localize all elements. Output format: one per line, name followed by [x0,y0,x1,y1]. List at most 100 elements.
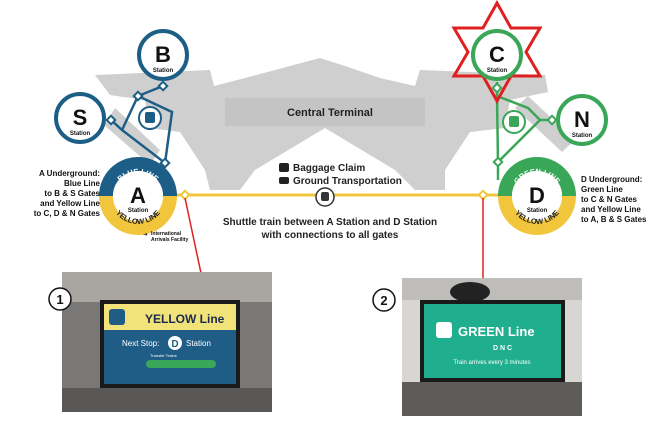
diamond-n [546,114,558,126]
station-a-inner [113,171,163,221]
photo1-station-letter: D [171,339,178,350]
blue-link-b [137,84,164,98]
a-underground-l1: A Underground: [39,169,100,178]
photo2-number-circle [372,288,396,312]
intl-arrivals-l2: Arrivals Facility [151,237,188,243]
station-n-circle [556,94,608,146]
photo1-station-badge [168,336,182,350]
photo1-green-strip [146,360,216,368]
central-terminal-label: Central Terminal [287,107,373,119]
yellow-diamonds [179,189,489,201]
shuttle-line1: Shuttle train between A Station and D St… [223,217,437,228]
photo2-badges: D N C [493,345,512,352]
diamond-b2 [132,90,144,102]
terminal-building [95,58,548,190]
station-b-circle [137,29,189,81]
shuttle-line2: with connections to all gates [261,230,399,241]
d-underground-l1: D Underground: [581,175,642,184]
station-c: C Station [451,0,543,105]
photo1-train-icon [109,309,125,325]
photo1-ceiling [62,272,272,302]
station-n-letter: N [574,107,590,132]
intl-arrivals-l1: International [151,231,182,237]
station-a-ring-blue [99,157,177,197]
photo1-next-stop: Next Stop: [122,339,159,348]
station-d-inner [512,171,562,221]
photo2-ceiling [402,278,582,300]
photo2-floor [402,382,582,416]
green-diamonds [491,82,558,168]
train-icon-left-body [145,112,155,123]
d-underground-l2: Green Line [581,185,623,194]
photo2-line-name: GREEN Line [458,324,535,339]
d-underground-l5: to A, B & S Gates [581,215,647,224]
station-d-ring-green [498,157,576,197]
photo1-station-word: Station [186,339,211,348]
station-c-letter: C [489,42,505,67]
a-underground-l4: and Yellow Line [40,199,100,208]
central-block [225,98,425,126]
d-underground-l4: and Yellow Line [581,205,641,214]
baggage-icon [279,163,289,172]
station-a: BLUE LINE YELLOW LINE A Station [99,157,177,235]
station-d-label: Station [527,208,548,214]
train-icon-right-body [509,116,519,127]
station-s-letter: S [73,105,88,130]
photo-1: YELLOW Line Next Stop: D Station Transfe… [62,272,272,412]
diamond-yellow-left [179,189,191,201]
baggage-claim-label: Baggage Claim [293,163,365,174]
intl-arrivals: ➜ International Arrivals Facility [143,231,188,243]
station-b-label: Station [153,68,174,74]
station-n: N Station [556,94,608,146]
highlight-star [451,0,543,105]
diamond-a [159,157,171,169]
intl-arrivals-arrow: ➜ [143,232,148,238]
station-c-circle [471,29,523,81]
photo2-number: 2 [380,293,387,308]
station-b: B Station [137,29,189,81]
d-underground-l3: to C & N Gates [581,195,638,204]
diamond-d [492,156,504,168]
station-n-label: Station [572,133,593,139]
photo2-train-icon [436,322,452,338]
diamond-s [105,114,117,126]
a-underground-l3: to B & S Gates [44,189,100,198]
station-s: S Station [54,92,106,144]
station-a-label: Station [128,208,149,214]
d-underground-text: D Underground: Green Line to C & N Gates… [581,175,647,224]
photo1-screen-header [104,304,236,330]
photo-2: GREEN Line D N C Train arrives every 3 m… [402,278,582,416]
photo1-small-text: Transfer Trains [150,353,177,358]
ground-transport-label: Ground Transportation [293,176,402,187]
station-s-circle [54,92,106,144]
diamond-c [491,82,503,94]
station-d-letter: D [529,183,545,208]
shuttle-train-icon-body [321,192,329,201]
photo1-floor [62,388,272,412]
services-block: Baggage Claim Ground Transportation [279,163,402,187]
photo2-arrival: Train arrives every 3 minutes [453,360,530,366]
station-b-letter: B [155,42,171,67]
diamond-yellow-right [477,189,489,201]
station-a-letter: A [130,183,146,208]
car-icon [279,177,289,184]
photo1-number-circle [48,287,72,311]
station-c-label: Station [487,68,508,74]
station-s-label: Station [70,131,91,137]
photo2-person-head [450,282,490,302]
blue-diamonds [105,80,171,169]
a-underground-l5: to C, D & N Gates [34,209,101,218]
photo1-number-badge: 1 [48,287,72,311]
a-underground-text: A Underground: Blue Line to B & S Gates … [34,169,101,218]
station-d-ring-yellow [498,195,576,235]
diamond-b [157,80,169,92]
photo2-screen [424,304,561,378]
photo2-number-badge: 2 [372,288,396,312]
station-a-ring-yellow [99,195,177,235]
photo1-number: 1 [56,292,63,307]
a-underground-l2: Blue Line [64,179,101,188]
station-d: GREEN LINE YELLOW LINE D Station [498,157,576,235]
photo1-line-name: YELLOW Line [145,312,225,326]
